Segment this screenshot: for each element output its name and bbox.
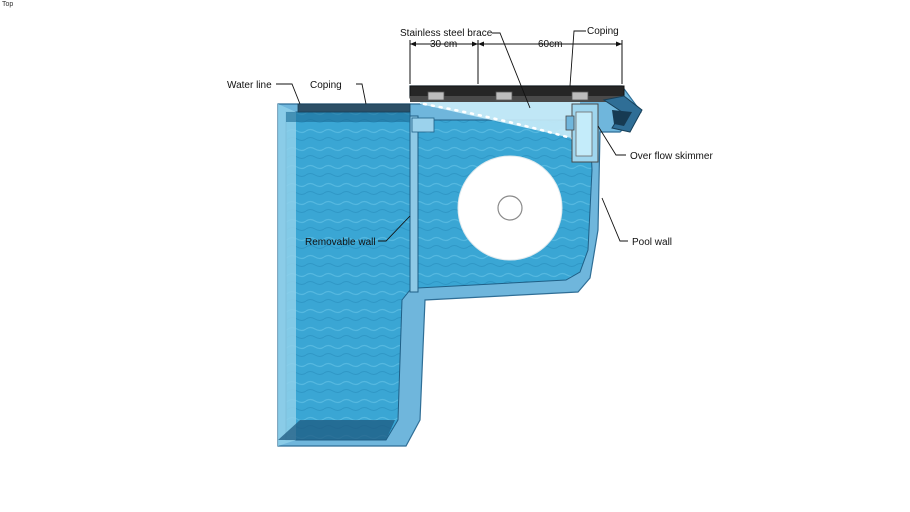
basin-disc-center: [497, 195, 523, 221]
dim-60-label: 60cm: [538, 39, 562, 50]
overflow-skimmer-inner: [575, 111, 593, 157]
left-bottom-shadow: [278, 420, 395, 440]
waterline-strip: [286, 112, 410, 122]
left-channel-water: [285, 111, 411, 441]
view-label: Top: [2, 1, 14, 8]
coping-top-label: Coping: [587, 26, 619, 37]
leader-lines: [276, 30, 628, 242]
top-coping-edge: [410, 96, 624, 102]
left-inner-wall: [278, 104, 296, 446]
dim-30-label: 30 cm: [430, 39, 457, 50]
brace-clip-2: [495, 91, 513, 101]
brace-bubble-line: [422, 102, 580, 142]
coping-left-label: Coping: [310, 80, 342, 91]
water-line-label: Water line: [227, 80, 272, 91]
brace-clip-3: [571, 91, 589, 101]
stainless-brace-label: Stainless steel brace: [400, 28, 493, 39]
dimension-lines: [409, 40, 623, 84]
over-flow-skimmer-label: Over flow skimmer: [630, 151, 713, 162]
basin-disc: [457, 155, 563, 261]
coping-nose-dark: [612, 110, 632, 126]
overflow-skimmer-slot: [565, 115, 575, 131]
brace-clip-1: [427, 91, 445, 101]
removable-wall: [409, 115, 419, 293]
pool-wall-label: Pool wall: [632, 237, 672, 248]
removable-wall-label: Removable wall: [305, 237, 376, 248]
left-coping: [297, 103, 411, 113]
removable-wall-cap: [411, 117, 435, 133]
